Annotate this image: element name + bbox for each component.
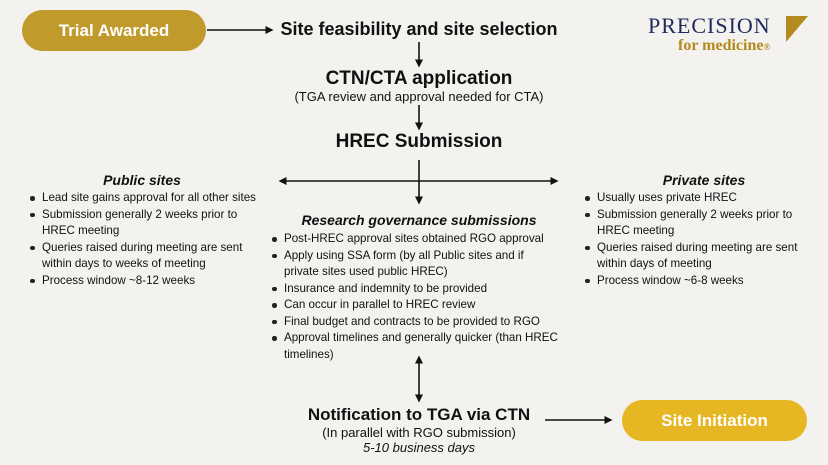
list-item: Queries raised during meeting are sent w… xyxy=(28,240,266,273)
list-item: Usually uses private HREC xyxy=(583,190,818,207)
private-sites-list: Usually uses private HREC Submission gen… xyxy=(583,190,818,289)
logo-triangle-icon xyxy=(786,16,808,42)
list-item: Post-HREC approval sites obtained RGO ap… xyxy=(270,231,560,248)
trial-awarded-pill: Trial Awarded xyxy=(22,10,206,51)
logo-line-1: PRECISION xyxy=(648,13,771,38)
hrec-heading: HREC Submission xyxy=(335,131,503,152)
list-item: Process window ~8-12 weeks xyxy=(28,273,266,290)
precision-logo: PRECISION for medicine® xyxy=(648,13,808,57)
logo-registered-mark: ® xyxy=(763,42,771,52)
public-sites-list: Lead site gains approval for all other s… xyxy=(28,190,266,289)
public-sites-title: Public sites xyxy=(103,172,181,188)
private-sites-title: Private sites xyxy=(662,172,746,188)
list-item: Can occur in parallel to HREC review xyxy=(270,297,560,314)
list-item: Lead site gains approval for all other s… xyxy=(28,190,266,207)
notification-heading: Notification to TGA via CTN xyxy=(307,405,531,424)
feasibility-heading: Site feasibility and site selection xyxy=(280,19,558,39)
trial-awarded-label: Trial Awarded xyxy=(58,20,170,40)
list-item: Insurance and indemnity to be provided xyxy=(270,281,560,298)
list-item: Submission generally 2 weeks prior to HR… xyxy=(28,207,266,240)
list-item: Apply using SSA form (by all Public site… xyxy=(270,248,560,281)
list-item: Queries raised during meeting are sent w… xyxy=(583,240,818,273)
ctn-cta-subtext: (TGA review and approval needed for CTA) xyxy=(294,89,544,104)
list-item: Final budget and contracts to be provide… xyxy=(270,314,560,331)
site-initiation-label: Site Initiation xyxy=(661,410,768,430)
governance-title: Research governance submissions xyxy=(301,212,537,228)
site-initiation-pill: Site Initiation xyxy=(622,400,807,441)
notification-subtext: (In parallel with RGO submission) xyxy=(322,425,516,440)
list-item: Submission generally 2 weeks prior to HR… xyxy=(583,207,818,240)
list-item: Process window ~6-8 weeks xyxy=(583,273,818,290)
logo-line-2: for medicine® xyxy=(678,37,771,54)
governance-list: Post-HREC approval sites obtained RGO ap… xyxy=(270,231,560,363)
list-item: Approval timelines and generally quicker… xyxy=(270,330,560,363)
ctn-cta-heading: CTN/CTA application xyxy=(325,68,513,89)
notification-timeline: 5-10 business days xyxy=(362,440,475,455)
